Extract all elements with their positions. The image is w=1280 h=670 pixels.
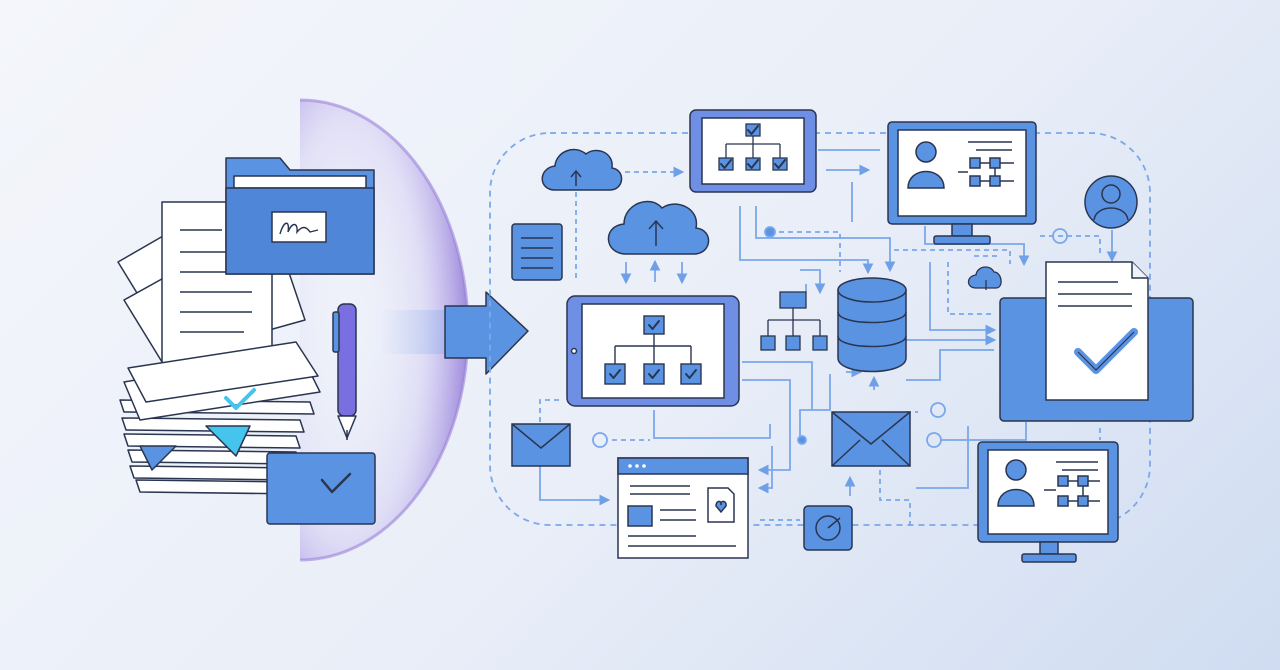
flow-connectors [539,149,1118,526]
database-icon [837,277,907,373]
settings-icon [803,505,853,551]
org-chart-icon [760,291,828,351]
pen-icon [332,303,357,440]
monitor-icon [887,121,1037,245]
signature-icon [271,211,327,243]
check-icon [266,452,376,525]
tablet-icon [566,295,740,407]
cloud-upload-icon [541,148,623,191]
mail-icon [831,411,911,467]
mail-icon [511,423,571,467]
approved-document-icon [999,261,1194,422]
monitor-icon [977,441,1119,563]
user-icon [1084,175,1138,229]
cloud-upload-icon [967,266,1002,290]
document-list-icon [511,223,563,281]
cloud-upload-icon [607,200,710,255]
arrow-right-icon [444,291,529,375]
browser-window-icon [617,457,749,559]
